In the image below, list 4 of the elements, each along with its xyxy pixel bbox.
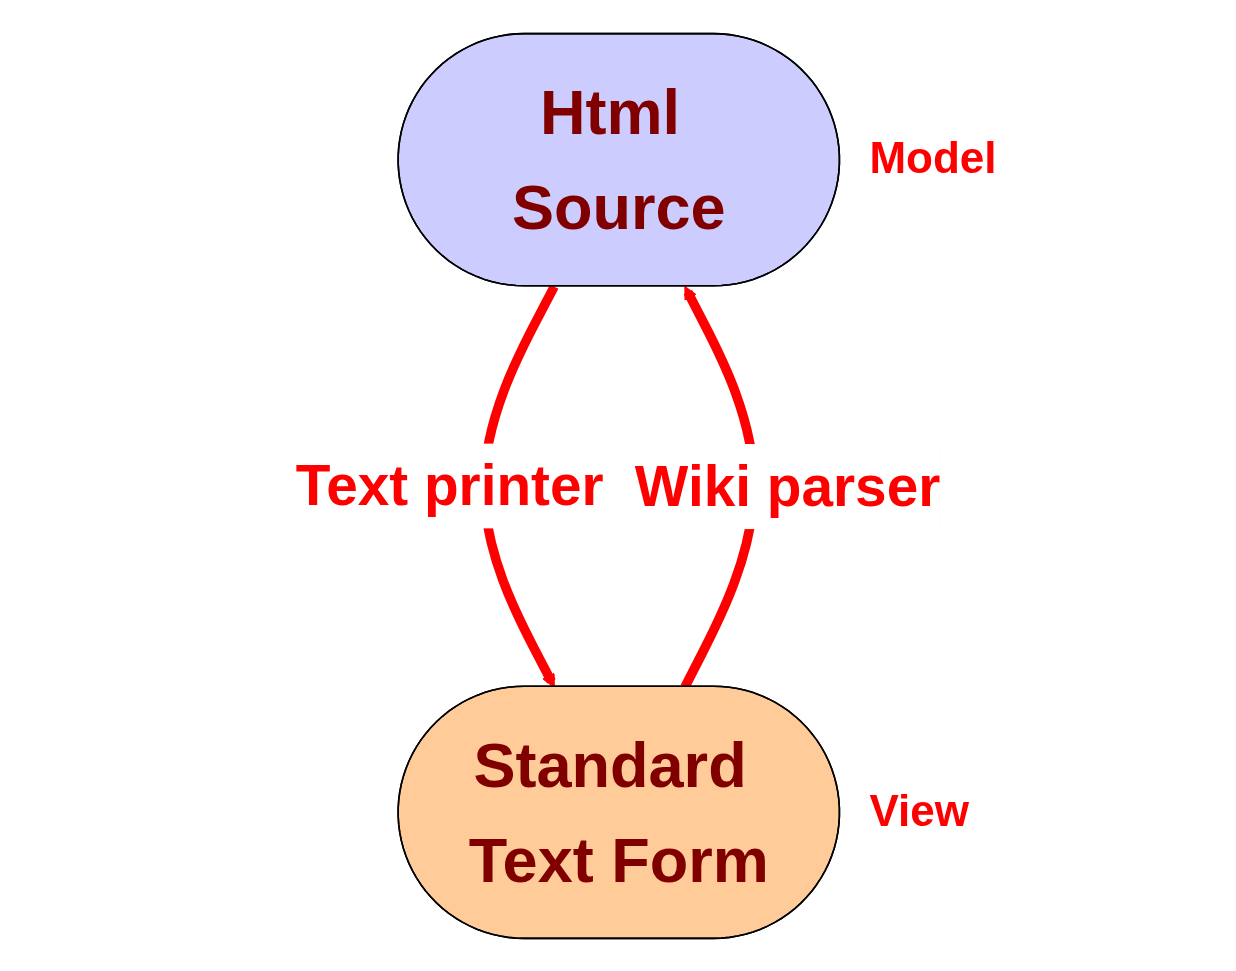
edge-label: Wiki parser (634, 453, 941, 518)
side-label: Model (869, 133, 997, 184)
edge-label: Text printer (295, 452, 604, 518)
side-label: View (869, 785, 969, 836)
